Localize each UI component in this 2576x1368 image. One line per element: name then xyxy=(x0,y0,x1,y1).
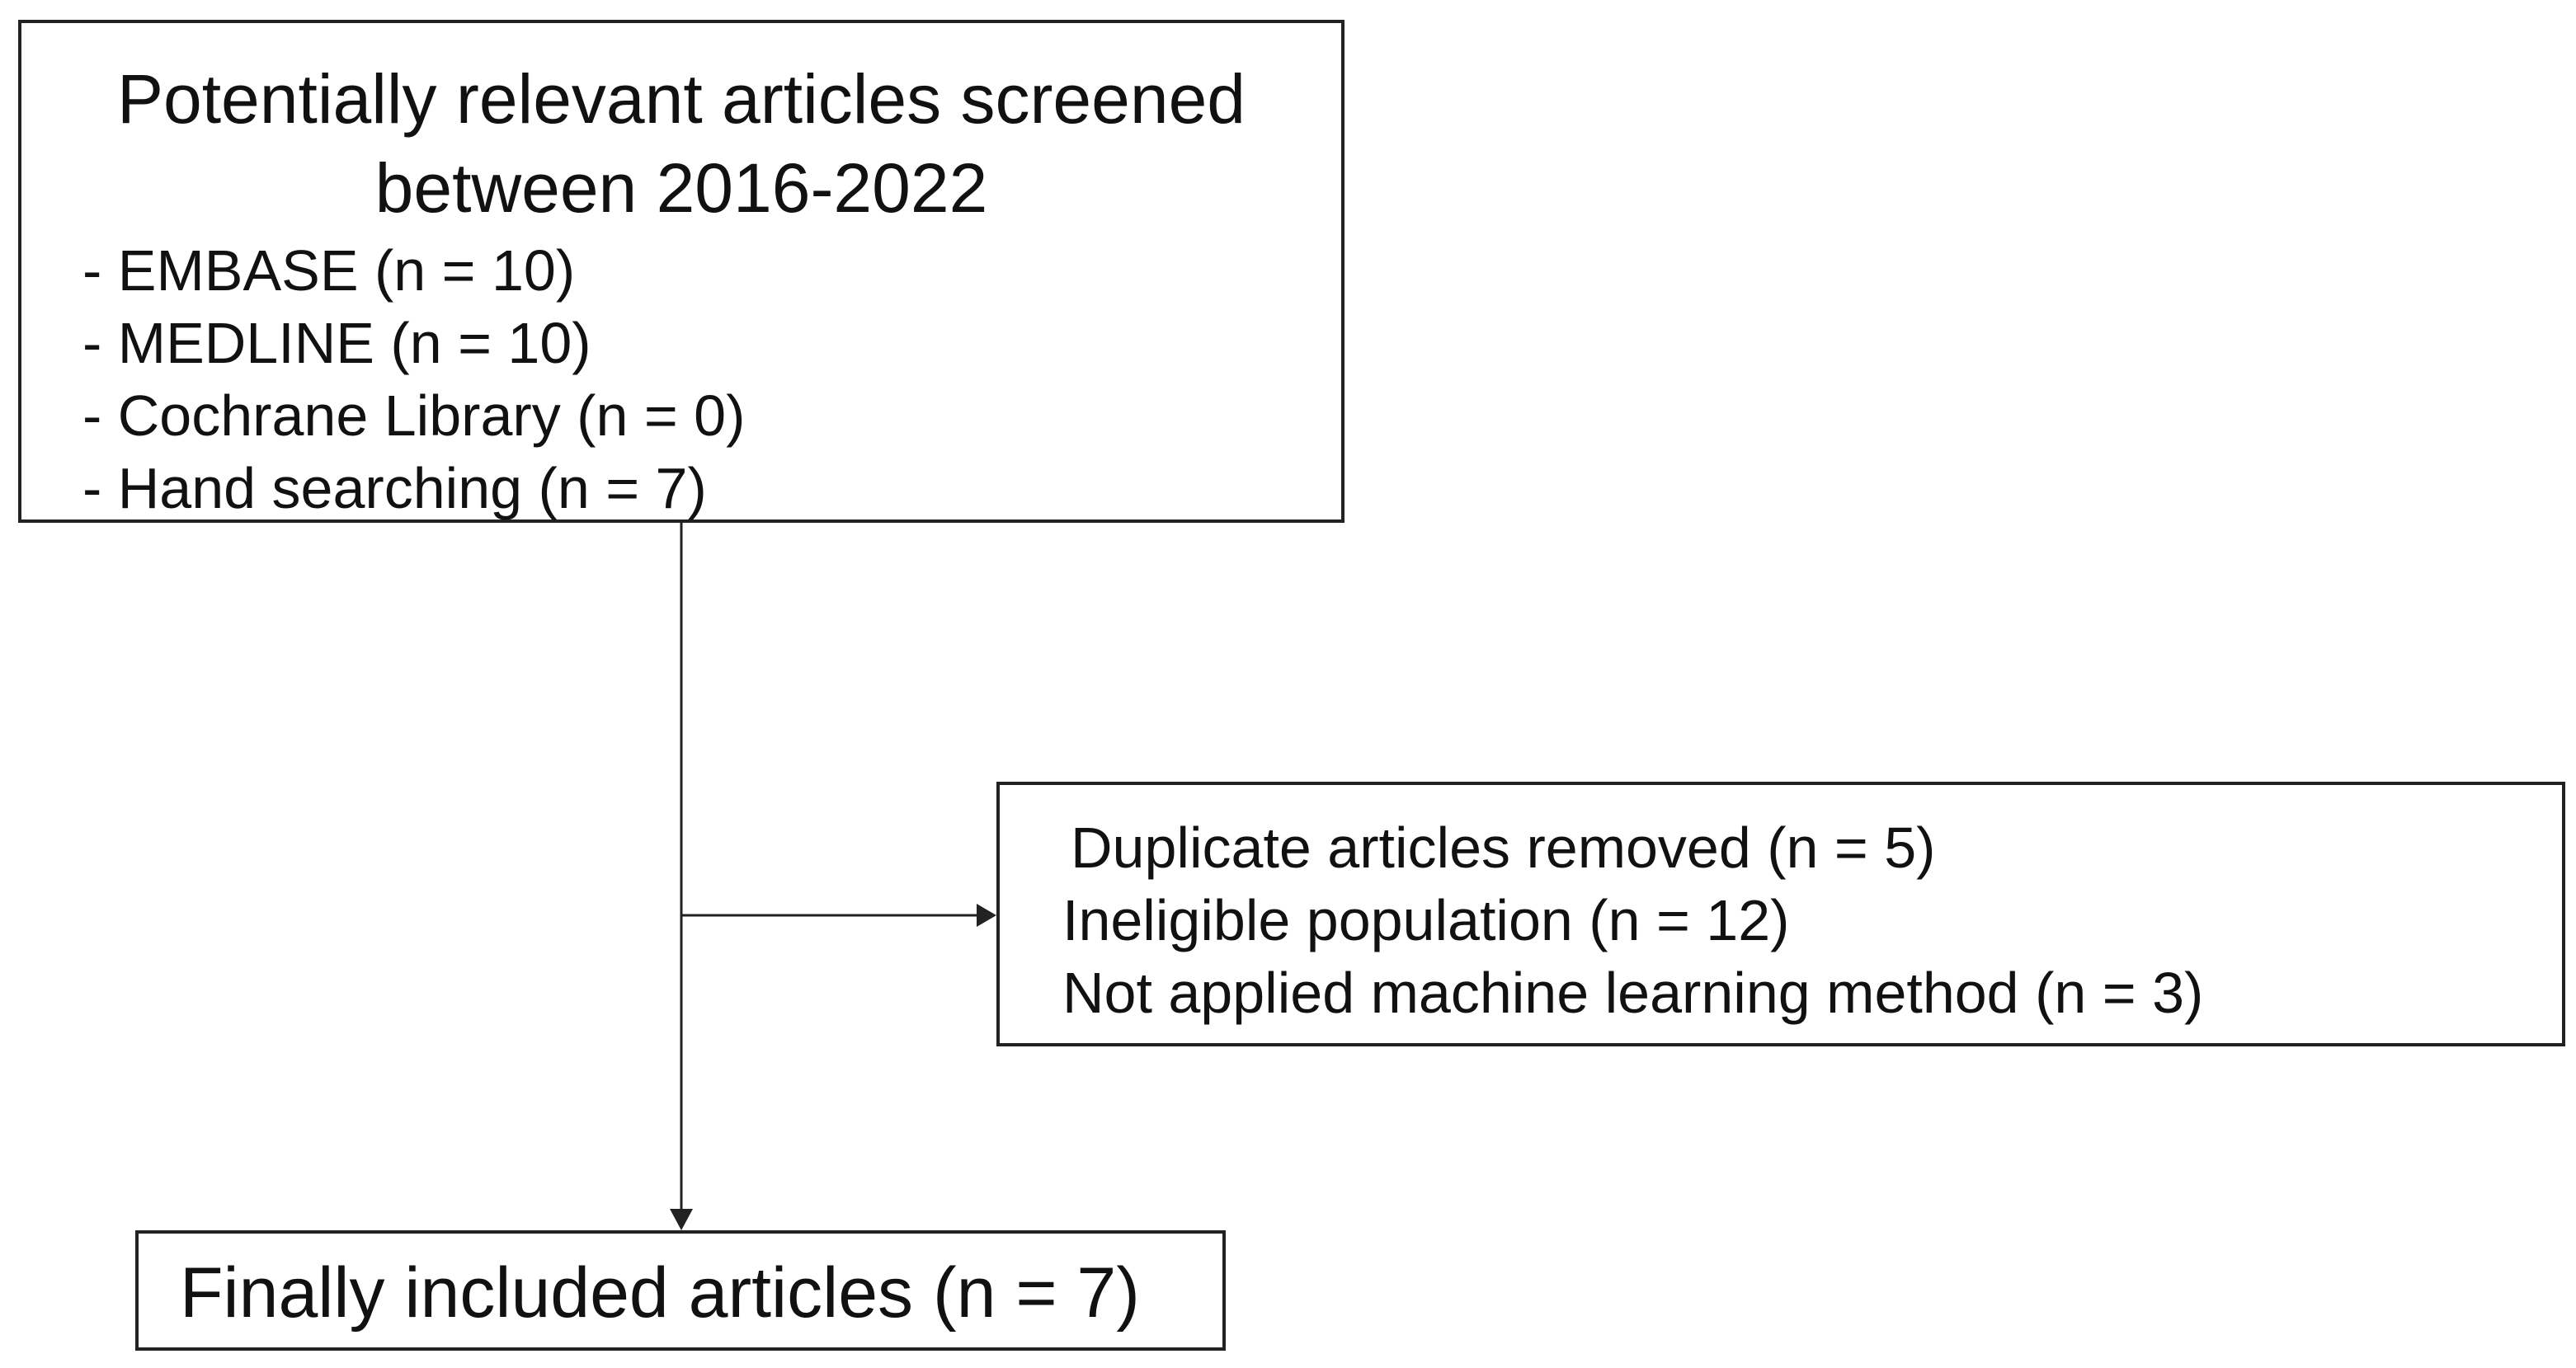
excluded-ineligible-population: Ineligible population (n = 12) xyxy=(1062,888,1790,952)
source-hand-searching: - Hand searching (n = 7) xyxy=(82,456,707,520)
screened-articles-box: Potentially relevant articles screened b… xyxy=(18,20,1345,523)
source-medline: - MEDLINE (n = 10) xyxy=(82,311,591,375)
screened-title-line-2: between 2016-2022 xyxy=(374,149,988,227)
arrowhead-right xyxy=(977,904,996,927)
screened-title-line-1: Potentially relevant articles screened xyxy=(116,60,1246,138)
source-cochrane: - Cochrane Library (n = 0) xyxy=(82,383,746,448)
excluded-duplicates: Duplicate articles removed (n = 5) xyxy=(1071,816,1936,880)
included-articles-text: Finally included articles (n = 7) xyxy=(180,1253,1140,1333)
excluded-articles-box: Duplicate articles removed (n = 5) Ineli… xyxy=(996,782,2565,1046)
included-articles-box: Finally included articles (n = 7) xyxy=(135,1230,1226,1351)
source-embase: - EMBASE (n = 10) xyxy=(82,238,576,303)
arrowhead-down xyxy=(670,1209,693,1230)
excluded-no-machine-learning: Not applied machine learning method (n =… xyxy=(1062,961,2204,1025)
